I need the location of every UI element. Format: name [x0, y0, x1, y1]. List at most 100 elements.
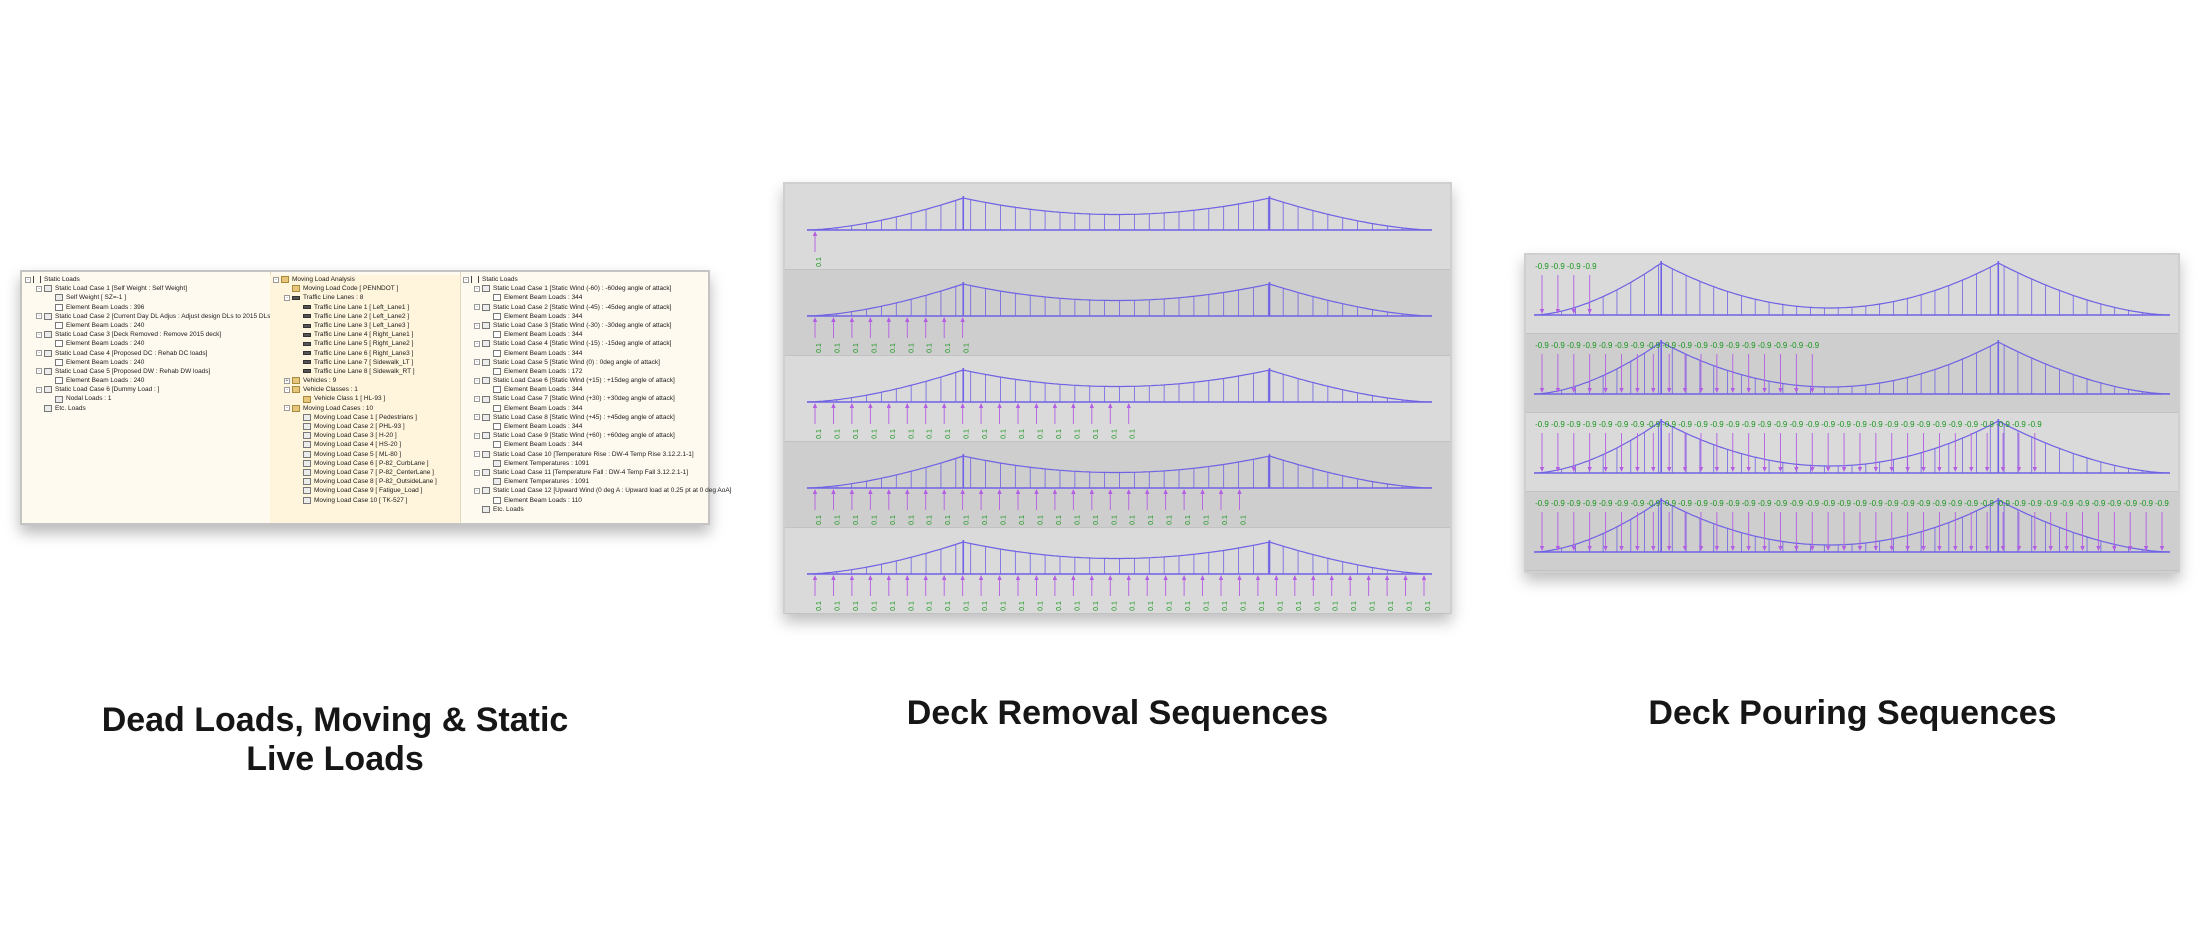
collapse-toggle[interactable]: - — [25, 276, 31, 283]
tree-node[interactable]: Element Beam Loads : 240 — [22, 358, 270, 367]
main-cable — [806, 283, 1433, 317]
tree-node[interactable]: Nodal Loads : 1 — [22, 394, 270, 403]
tree-node[interactable]: Element Beam Loads : 240 — [22, 339, 270, 348]
tree-node[interactable]: Element Beam Loads : 344 — [460, 330, 710, 339]
tree-node[interactable]: -Static Load Case 12 [Upward Wind (0 deg… — [460, 486, 731, 495]
tree-node[interactable]: Traffic Line Lane 5 [ Right_Lane2 ] — [270, 339, 460, 348]
tree-node[interactable]: -Static Load Case 9 [Static Wind (+60) :… — [460, 431, 710, 440]
collapse-toggle[interactable]: - — [474, 322, 480, 329]
load-value-label: -0.9 — [1694, 420, 1708, 429]
collapse-toggle[interactable]: - — [474, 359, 480, 366]
tree-node[interactable]: Moving Load Case 7 [ P-82_CenterLane ] — [270, 468, 460, 477]
tree-node[interactable]: Traffic Line Lane 6 [ Right_Lane3 ] — [270, 349, 460, 358]
tree-node[interactable]: Element Beam Loads : 240 — [22, 321, 270, 330]
collapse-toggle[interactable]: - — [36, 285, 42, 292]
tree-node[interactable]: Moving Load Code [ PENNDOT ] — [270, 284, 460, 293]
tree-node[interactable]: -Traffic Line Lanes : 8 — [270, 293, 460, 302]
tree-node[interactable]: Vehicle Class 1 [ HL-93 ] — [270, 394, 460, 403]
load-arrow-group: -0.9 — [1678, 341, 1693, 393]
tree-node[interactable]: Element Temperatures : 1091 — [460, 459, 710, 468]
collapse-toggle[interactable]: - — [463, 276, 469, 283]
collapse-toggle[interactable]: - — [474, 285, 480, 292]
tree-node[interactable]: Element Beam Loads : 344 — [460, 404, 710, 413]
collapse-toggle[interactable]: - — [273, 276, 279, 283]
collapse-toggle[interactable]: - — [474, 340, 480, 347]
collapse-toggle[interactable]: - — [474, 396, 480, 403]
tree-node[interactable]: -Static Load Case 11 [Temperature Fall :… — [460, 468, 710, 477]
tree-node[interactable]: -Static Load Case 2 [Current Day DL Adju… — [22, 312, 272, 321]
tree-node[interactable]: Moving Load Case 5 [ ML-80 ] — [270, 450, 460, 459]
tree-node[interactable]: Moving Load Case 4 [ HS-20 ] — [270, 440, 460, 449]
tree-node[interactable]: -Static Load Case 2 [Static Wind (-45) :… — [460, 303, 710, 312]
collapse-toggle[interactable]: - — [474, 487, 480, 494]
tree-node[interactable]: -Vehicle Classes : 1 — [270, 385, 460, 394]
collapse-toggle[interactable]: - — [36, 331, 42, 338]
tree-node[interactable]: Element Beam Loads : 344 — [460, 349, 710, 358]
collapse-toggle[interactable]: - — [474, 304, 480, 311]
collapse-toggle[interactable]: - — [36, 350, 42, 357]
tree-node[interactable]: Moving Load Case 10 [ TK-527 ] — [270, 496, 460, 505]
tree-node[interactable]: Traffic Line Lane 4 [ Right_Lane1 ] — [270, 330, 460, 339]
tree-node[interactable]: -Static Load Case 5 [Static Wind (0) : 0… — [460, 358, 710, 367]
collapse-toggle[interactable]: - — [474, 469, 480, 476]
tree-node[interactable]: -Static Load Case 3 [Static Wind (-30) :… — [460, 321, 710, 330]
tree-node[interactable]: -Static Load Case 7 [Static Wind (+30) :… — [460, 394, 710, 403]
tree-spacer — [295, 424, 301, 430]
collapse-toggle[interactable]: - — [36, 313, 42, 320]
tree-node[interactable]: -Static Load Case 1 [Static Wind (-60) :… — [460, 284, 710, 293]
collapse-toggle[interactable]: - — [284, 386, 290, 393]
collapse-toggle[interactable]: - — [474, 414, 480, 421]
tree-node[interactable]: Element Temperatures : 1091 — [460, 477, 710, 486]
tree-node[interactable]: Traffic Line Lane 3 [ Left_Lane3 ] — [270, 321, 460, 330]
tree-node[interactable]: Traffic Line Lane 8 [ Sidewalk_RT ] — [270, 367, 460, 376]
tree-node[interactable]: Traffic Line Lane 7 [ Sidewalk_LT ] — [270, 358, 460, 367]
tree-node[interactable]: Element Beam Loads : 344 — [460, 385, 710, 394]
tree-node[interactable]: Element Beam Loads : 344 — [460, 440, 710, 449]
tree-node[interactable]: Traffic Line Lane 1 [ Left_Lane1 ] — [270, 303, 460, 312]
tree-node[interactable]: Moving Load Case 1 [ Pedestrians ] — [270, 413, 460, 422]
tree-node[interactable]: Element Beam Loads : 396 — [22, 303, 270, 312]
arrow-head — [1810, 388, 1815, 393]
tree-node[interactable]: Moving Load Case 6 [ P-82_CurbLane ] — [270, 459, 460, 468]
collapse-toggle[interactable]: - — [36, 368, 42, 375]
collapse-toggle[interactable]: - — [474, 451, 480, 458]
tree-node[interactable]: Element Beam Loads : 344 — [460, 312, 710, 321]
tree-node[interactable]: -Static Load Case 4 [Static Wind (-15) :… — [460, 339, 710, 348]
tree-node[interactable]: Element Beam Loads : 344 — [460, 293, 710, 302]
tree-node[interactable]: Etc. Loads — [460, 505, 710, 514]
tree-node[interactable]: -Static Load Case 10 [Temperature Rise :… — [460, 450, 710, 459]
load-arrow-group: -0.9 — [1933, 420, 1947, 472]
tree-node[interactable]: Self Weight [ SZ=-1 ] — [22, 293, 270, 302]
tree-node[interactable]: -Static Load Case 6 [Static Wind (+15) :… — [460, 376, 710, 385]
collapse-toggle[interactable]: - — [36, 386, 42, 393]
tree-node[interactable]: Moving Load Case 3 [ H-20 ] — [270, 431, 460, 440]
tree-node[interactable]: -Static Load Case 6 [Dummy Load : ] — [22, 385, 270, 394]
tree-node[interactable]: -Moving Load Analysis — [270, 275, 460, 284]
collapse-toggle[interactable]: - — [474, 432, 480, 439]
tree-node[interactable]: +Vehicles : 9 — [270, 376, 460, 385]
tree-node[interactable]: -Static Load Case 8 [Static Wind (+45) :… — [460, 413, 710, 422]
tree-node[interactable]: Element Beam Loads : 240 — [22, 376, 270, 385]
tree-node[interactable]: Moving Load Case 9 [ Fatigue_Load ] — [270, 486, 460, 495]
tree-node[interactable]: -Static Loads — [22, 275, 270, 284]
tree-node[interactable]: -Static Load Case 4 [Proposed DC : Rehab… — [22, 349, 270, 358]
tree-node[interactable]: -Moving Load Cases : 10 — [270, 404, 460, 413]
tree-node[interactable]: -Static Load Case 5 [Proposed DW : Rehab… — [22, 367, 270, 376]
tree-node[interactable]: Traffic Line Lane 2 [ Left_Lane2 ] — [270, 312, 460, 321]
tree-node[interactable]: -Static Load Case 3 [Deck Removed : Remo… — [22, 330, 270, 339]
collapse-toggle[interactable]: - — [284, 405, 290, 412]
tree-node[interactable]: Element Beam Loads : 110 — [460, 496, 710, 505]
tree-node[interactable]: Element Beam Loads : 344 — [460, 422, 710, 431]
tree-node[interactable]: Moving Load Case 2 [ PHL-93 ] — [270, 422, 460, 431]
tree-node[interactable]: Etc. Loads — [22, 404, 270, 413]
tree-node[interactable]: -Static Loads — [460, 275, 710, 284]
tree-node[interactable]: -Static Load Case 1 [Self Weight : Self … — [22, 284, 270, 293]
collapse-toggle[interactable]: - — [284, 294, 290, 301]
tree-node[interactable]: Moving Load Case 8 [ P-82_OutsideLane ] — [270, 477, 460, 486]
load-value-label: -0.9 — [1726, 420, 1740, 429]
load-value-label: -0.9 — [1662, 499, 1676, 508]
tree-node[interactable]: Element Beam Loads : 172 — [460, 367, 710, 376]
collapse-toggle[interactable]: - — [474, 377, 480, 384]
arrow-head — [1015, 403, 1021, 408]
expand-toggle[interactable]: + — [284, 377, 290, 384]
